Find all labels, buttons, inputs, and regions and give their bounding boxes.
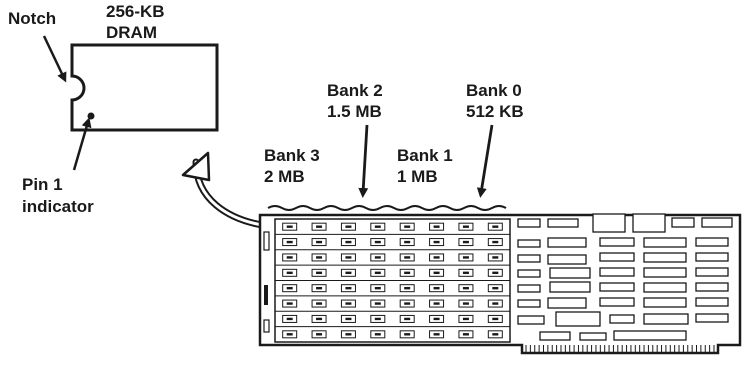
dram-chip-die <box>492 333 499 336</box>
dram-chip-die <box>374 286 381 290</box>
bank-3-name: Bank 3 <box>264 146 320 165</box>
dram-chip-die <box>492 317 499 321</box>
curved-arrow-icon <box>181 151 272 230</box>
dram-chip-die <box>404 240 411 244</box>
dram-chip-die <box>345 225 352 228</box>
board-slot <box>263 231 270 251</box>
dram-chip-die <box>462 256 469 259</box>
dram-chip-die <box>433 271 440 275</box>
dram-chip-outline <box>70 43 219 132</box>
down-arrow-icon <box>358 124 369 198</box>
dram-chip-die <box>345 271 352 275</box>
bank-2-size: 1.5 MB <box>327 102 382 121</box>
dram-type-label-line2: DRAM <box>106 23 157 42</box>
pin1-pointer <box>72 117 92 171</box>
dram-chip-die <box>433 333 440 336</box>
dram-chip-die <box>433 225 440 228</box>
dram-chip-die <box>345 317 352 321</box>
pin1-label-line2: indicator <box>22 197 94 216</box>
dram-chip-die <box>286 225 293 228</box>
dram-chip-die <box>374 333 381 336</box>
dram-chip-die <box>286 302 293 305</box>
dram-chip-die <box>462 302 469 305</box>
dram-chip-die <box>345 256 352 259</box>
dram-chip-die <box>492 225 499 228</box>
dram-chip-die <box>316 317 323 321</box>
dram-chip-die <box>404 286 411 290</box>
bank-0-size: 512 KB <box>466 102 524 121</box>
dram-chip-die <box>492 271 499 275</box>
dram-chip-die <box>462 271 469 275</box>
board-slot <box>263 319 270 333</box>
bank-1-size: 1 MB <box>397 167 438 186</box>
dram-chip-die <box>374 225 381 228</box>
dram-chip-die <box>286 240 293 244</box>
dram-chip-die <box>462 225 469 228</box>
dram-chip-die <box>316 333 323 336</box>
dram-chip-die <box>316 271 323 275</box>
notch-pointer <box>42 35 67 83</box>
dram-chip-die <box>316 240 323 244</box>
dram-chip-die <box>374 240 381 244</box>
memory-bank-grid <box>274 218 511 343</box>
bank-3-size: 2 MB <box>264 167 305 186</box>
dram-chip-die <box>374 317 381 321</box>
dram-chip-die <box>433 286 440 290</box>
notch-label: Notch <box>8 9 57 28</box>
dram-chip-die <box>404 333 411 336</box>
edge-connector <box>525 345 715 352</box>
dram-chip-die <box>462 317 469 321</box>
board-slot <box>264 285 268 305</box>
dram-chip-die <box>404 271 411 275</box>
dram-chip-die <box>316 225 323 228</box>
dram-chip-die <box>374 256 381 259</box>
dram-chip-die <box>462 240 469 244</box>
dram-chip-die <box>404 256 411 259</box>
down-arrow-icon <box>476 124 494 198</box>
bank-1-name: Bank 1 <box>397 146 453 165</box>
dram-chip-die <box>492 256 499 259</box>
dram-chip-die <box>345 333 352 336</box>
dram-chip-die <box>433 256 440 259</box>
dram-chip-die <box>433 240 440 244</box>
dram-chip-die <box>404 317 411 321</box>
dram-chip-die <box>492 302 499 305</box>
dram-chip-die <box>316 286 323 290</box>
dram-chip-die <box>316 256 323 259</box>
dram-chip-die <box>286 271 293 275</box>
dram-chip-die <box>345 302 352 305</box>
dram-chip-die <box>286 317 293 321</box>
dram-chip-die <box>462 286 469 290</box>
dram-type-label-line1: 256-KB <box>106 2 165 21</box>
dram-chip-die <box>404 225 411 228</box>
dram-chip-die <box>433 317 440 321</box>
dram-chip-die <box>345 240 352 244</box>
bank-wave-line <box>267 205 507 211</box>
dram-chip-die <box>345 286 352 290</box>
dram-chip-die <box>462 333 469 336</box>
dram-chip-die <box>286 286 293 290</box>
board-logic-components <box>517 213 733 341</box>
dram-chip-die <box>286 256 293 259</box>
dram-chip-die <box>374 302 381 305</box>
pin1-dot <box>87 112 95 120</box>
pin1-label-line1: Pin 1 <box>22 175 63 194</box>
dram-chip-die <box>492 286 499 290</box>
bank-0-name: Bank 0 <box>466 81 522 100</box>
bank-2-name: Bank 2 <box>327 81 383 100</box>
dram-chip-die <box>433 302 440 305</box>
dram-chip-die <box>492 240 499 244</box>
dram-chip-die <box>286 333 293 336</box>
dram-chip-die <box>316 302 323 305</box>
dram-chip-die <box>374 271 381 275</box>
dram-chip-die <box>404 302 411 305</box>
